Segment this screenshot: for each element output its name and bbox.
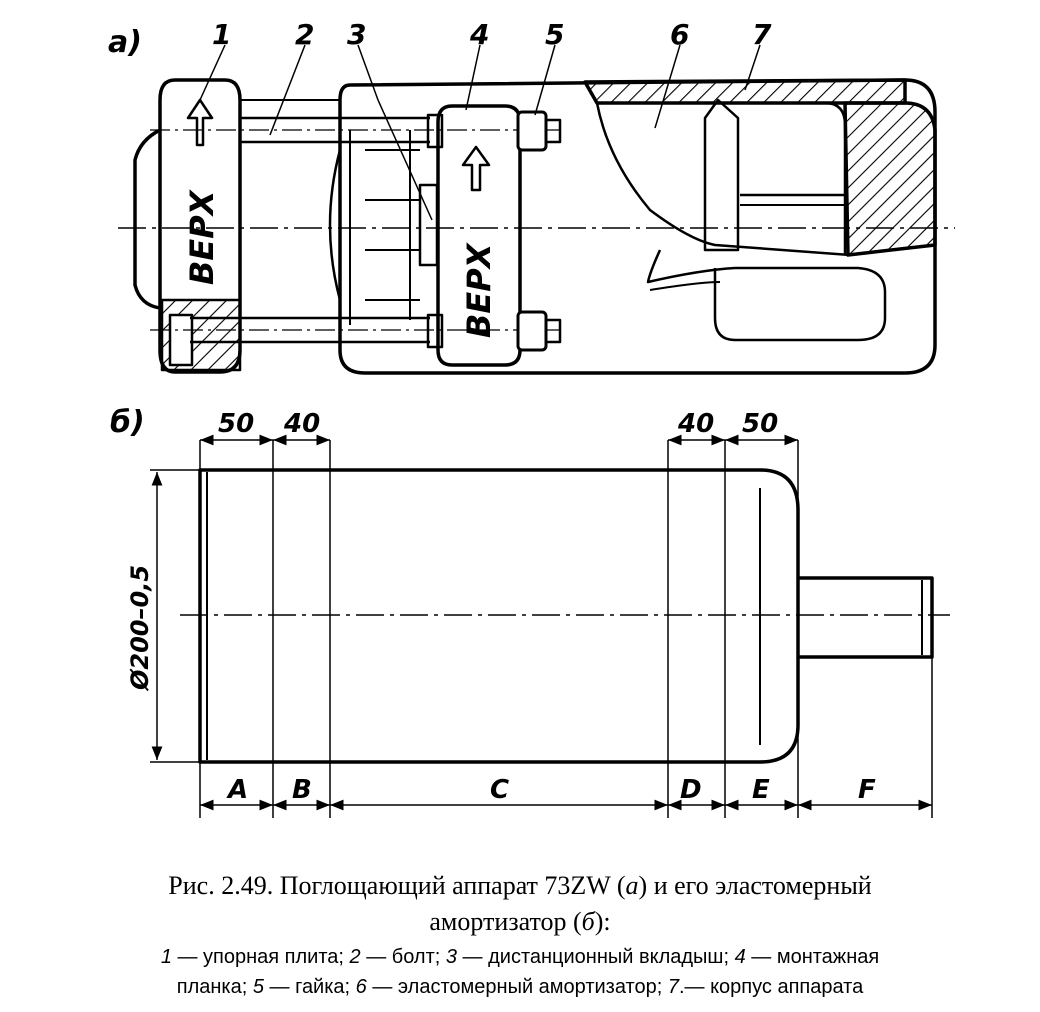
bolt-top: [240, 116, 430, 144]
caption-line-1: Рис. 2.49. Поглощающий аппарат 73ZW (а) …: [168, 871, 872, 900]
callout-3: 3: [347, 18, 366, 51]
dim-section-a: A: [226, 775, 248, 805]
spike: [703, 98, 740, 252]
nut-top: [516, 110, 548, 152]
legend-line-1: 1 — упорная плита; 2 — болт; 3 — дистанц…: [160, 946, 880, 968]
dim-section-e: E: [752, 775, 770, 805]
legend-line-2: планка; 5 — гайка; 6 — эластомерный амор…: [176, 976, 864, 998]
plate-text-1: ВЕРХ: [183, 189, 221, 285]
dim-top-2: 40: [283, 409, 320, 439]
shaft: [798, 576, 934, 659]
callout-4: 4: [469, 18, 489, 51]
nut-bottom: [516, 310, 548, 352]
absorber-body: [198, 468, 800, 764]
dim-top-4: 50: [742, 409, 778, 439]
dimension-labels: 50 40 40 50 Ø200–0,5 A B C D E F: [126, 409, 876, 805]
housing-hatch-end: [843, 101, 937, 257]
bolt-head-left: [168, 313, 194, 367]
bolt-bottom: [190, 316, 430, 344]
panel-b-drawing: [150, 434, 950, 818]
dim-top-3: 40: [677, 409, 714, 439]
figure-caption-title: Рис. 2.49. Поглощающий аппарат 73ZW (а) …: [0, 868, 1040, 940]
callout-7: 7: [752, 18, 772, 51]
dim-section-b: B: [292, 775, 312, 805]
panel-b-label: б): [110, 405, 145, 440]
dim-section-f: F: [858, 775, 876, 805]
callouts: 1 2 3 4 5 6 7: [212, 18, 772, 51]
dim-top-1: 50: [218, 409, 254, 439]
dim-section-d: D: [680, 775, 702, 805]
callout-2: 2: [295, 18, 314, 51]
elastomer-outline: [595, 102, 851, 257]
panel-a-drawing: а): [108, 25, 955, 375]
plate-arrow-4: [461, 145, 491, 192]
callout-6: 6: [670, 18, 689, 51]
caption-line-2: амортизатор (б):: [429, 907, 611, 936]
panel-a-label: а): [108, 25, 142, 60]
technical-drawing: а): [108, 18, 955, 818]
distance-insert: [418, 183, 439, 267]
figure-legend: 1 — упорная плита; 2 — болт; 3 — дистанц…: [0, 942, 1040, 1002]
dim-section-c: C: [490, 775, 509, 805]
callout-1: 1: [212, 18, 231, 51]
housing-hatch-top: [583, 78, 907, 105]
plate-arrow-1: [186, 98, 214, 147]
plate-text-4: ВЕРХ: [460, 242, 498, 338]
dim-diameter: Ø200–0,5: [126, 565, 154, 692]
housing-body: [338, 78, 937, 375]
thrust-plate: [158, 78, 242, 374]
callout-5: 5: [545, 18, 564, 51]
